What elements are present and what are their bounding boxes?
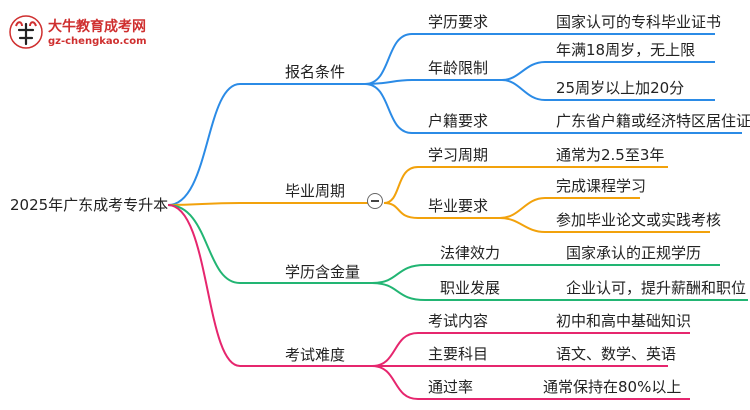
node-career-development[interactable]: 职业发展 (440, 279, 501, 297)
node-pass-rate[interactable]: 通过率 (428, 378, 474, 396)
logo-title: 大牛教育成考网 (48, 19, 146, 35)
leaf-recognized-degree: 国家承认的正规学历 (566, 244, 702, 262)
leaf-pass-rate: 通常保持在80%以上 (543, 378, 682, 396)
logo-url: gz-chengkao.com (48, 36, 147, 47)
connector-b3-c2 (371, 365, 520, 400)
connector-b1-c1 (383, 202, 500, 219)
node-main-subjects[interactable]: 主要科目 (428, 345, 489, 363)
connector-b3-c0 (371, 332, 520, 367)
leaf-line-b0-c1-1 (501, 79, 715, 101)
leaf-thesis: 参加毕业论文或实践考核 (556, 211, 722, 229)
connector-root-b3 (167, 204, 372, 367)
brand-logo: 大牛教育成考网 gz-chengkao.com (8, 12, 168, 54)
node-household-requirement[interactable]: 户籍要求 (428, 112, 489, 130)
branch-label-difficulty[interactable]: 考试难度 (285, 346, 346, 364)
branch-label-registration[interactable]: 报名条件 (285, 63, 346, 81)
root-node: 2025年广东成考专升本 (10, 196, 169, 214)
connector-b0-c2 (364, 83, 502, 134)
leaf-line-b0-c1-0 (501, 61, 715, 81)
connector-root-b1 (167, 202, 368, 206)
connector-b2-c0 (371, 264, 520, 284)
connector-root-b2 (167, 204, 372, 284)
bull-logo-icon (9, 15, 43, 49)
leaf-age-18: 年满18周岁，无上限 (556, 41, 696, 59)
leaf-household: 广东省户籍或经济特区居住证 (556, 112, 750, 130)
branch-label-graduation[interactable]: 毕业周期 (285, 182, 346, 200)
connector-b0-c1 (364, 79, 502, 85)
connector-b1-c0 (383, 166, 500, 204)
node-age-limit[interactable]: 年龄限制 (428, 59, 489, 77)
connector-b2-c1 (371, 282, 520, 301)
node-legal-validity[interactable]: 法律效力 (440, 244, 501, 262)
node-graduation-requirement[interactable]: 毕业要求 (428, 197, 489, 215)
leaf-subjects: 语文、数学、英语 (556, 345, 677, 363)
node-exam-content[interactable]: 考试内容 (428, 312, 489, 330)
connector-b0-c0 (364, 33, 502, 85)
leaf-career: 企业认可，提升薪酬和职位 (566, 279, 747, 297)
leaf-study-period: 通常为2.5至3年 (556, 146, 665, 164)
collapse-toggle-button[interactable] (367, 193, 383, 209)
node-education-requirement[interactable]: 学历要求 (428, 13, 489, 31)
leaf-line-b1-c1-0 (499, 197, 640, 219)
node-study-period[interactable]: 学习周期 (428, 146, 489, 164)
connector-root-b0 (167, 83, 365, 206)
leaf-exam-content: 初中和高中基础知识 (556, 312, 692, 330)
leaf-age-25-bonus: 25周岁以上加20分 (556, 79, 685, 97)
leaf-diploma: 国家认可的专科毕业证书 (556, 13, 722, 31)
leaf-complete-courses: 完成课程学习 (556, 177, 647, 195)
leaf-line-b1-c1-1 (499, 217, 710, 233)
branch-label-value[interactable]: 学历含金量 (285, 263, 361, 281)
